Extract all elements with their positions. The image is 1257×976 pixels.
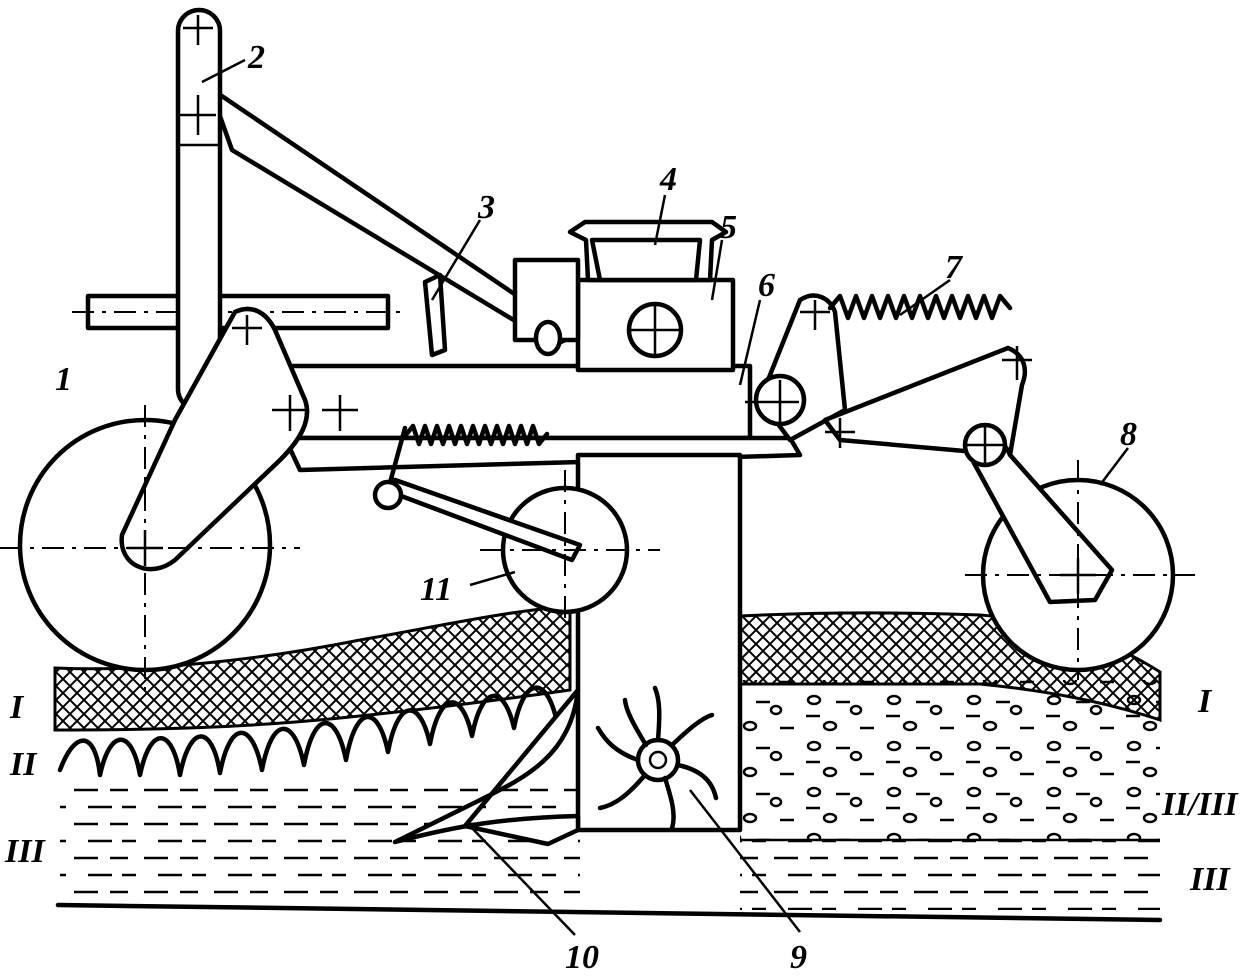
rotor-hub-inner	[648, 750, 668, 770]
plough-share	[392, 687, 581, 847]
depth-rod	[385, 425, 408, 493]
leader-6	[738, 299, 762, 386]
topsoil-ridge-left	[53, 604, 572, 732]
leader-7	[899, 278, 951, 317]
soil-layer-iii-right	[740, 840, 1160, 910]
soil-bottom-line	[55, 902, 1163, 923]
layer-label-right-i: I	[1197, 683, 1213, 720]
leader-9	[689, 789, 801, 933]
leader-8	[1099, 447, 1129, 486]
label-11: 11	[420, 571, 452, 608]
leader-10	[469, 825, 576, 936]
leader-lines	[201, 58, 1129, 936]
label-4: 4	[659, 161, 677, 198]
soil-layer-mixed-right	[740, 680, 1160, 840]
label-10: 10	[565, 939, 599, 976]
label-1: 1	[55, 361, 72, 398]
front-bracket-overlay	[119, 306, 310, 572]
spring-lever-3	[422, 272, 448, 358]
pivot-cab-left	[533, 319, 563, 357]
part-labels: 1 2 3 4 5 6 7 8 9 10 11	[55, 39, 1137, 976]
label-6: 6	[758, 267, 775, 304]
tillage-tools	[392, 685, 719, 847]
rotor	[595, 685, 719, 831]
leader-3	[430, 219, 482, 301]
springs	[402, 272, 1013, 447]
lower-spring	[402, 423, 550, 447]
label-9: 9	[790, 939, 807, 976]
soil-layer-ii-rolls	[57, 685, 573, 778]
control-panel	[589, 237, 703, 283]
layer-label-right-iii: III	[1189, 861, 1231, 898]
leader-2	[201, 58, 246, 84]
label-7: 7	[945, 249, 964, 286]
soil-layer-labels: I II III I II/III III	[4, 683, 1239, 898]
hydraulic-unit	[512, 257, 581, 343]
rear-spring	[827, 293, 1013, 321]
layer-label-left-i: I	[9, 689, 25, 726]
leader-4	[653, 194, 667, 246]
layer-label-right-ii-iii: II/III	[1161, 786, 1239, 823]
leader-11	[469, 570, 516, 587]
rotor-blades	[595, 685, 719, 831]
layer-label-left-ii: II	[9, 746, 38, 783]
pivots	[127, 15, 1096, 594]
label-5: 5	[720, 209, 737, 246]
soil-layer-iii-left	[60, 780, 580, 900]
pivot-depth-link	[372, 479, 404, 511]
label-8: 8	[1120, 416, 1137, 453]
label-3: 3	[477, 189, 495, 226]
layer-label-left-iii: III	[4, 833, 46, 870]
label-2: 2	[247, 39, 265, 76]
main-beam	[247, 363, 753, 441]
crosshair-marks	[127, 15, 1096, 594]
leader-5	[710, 239, 724, 301]
